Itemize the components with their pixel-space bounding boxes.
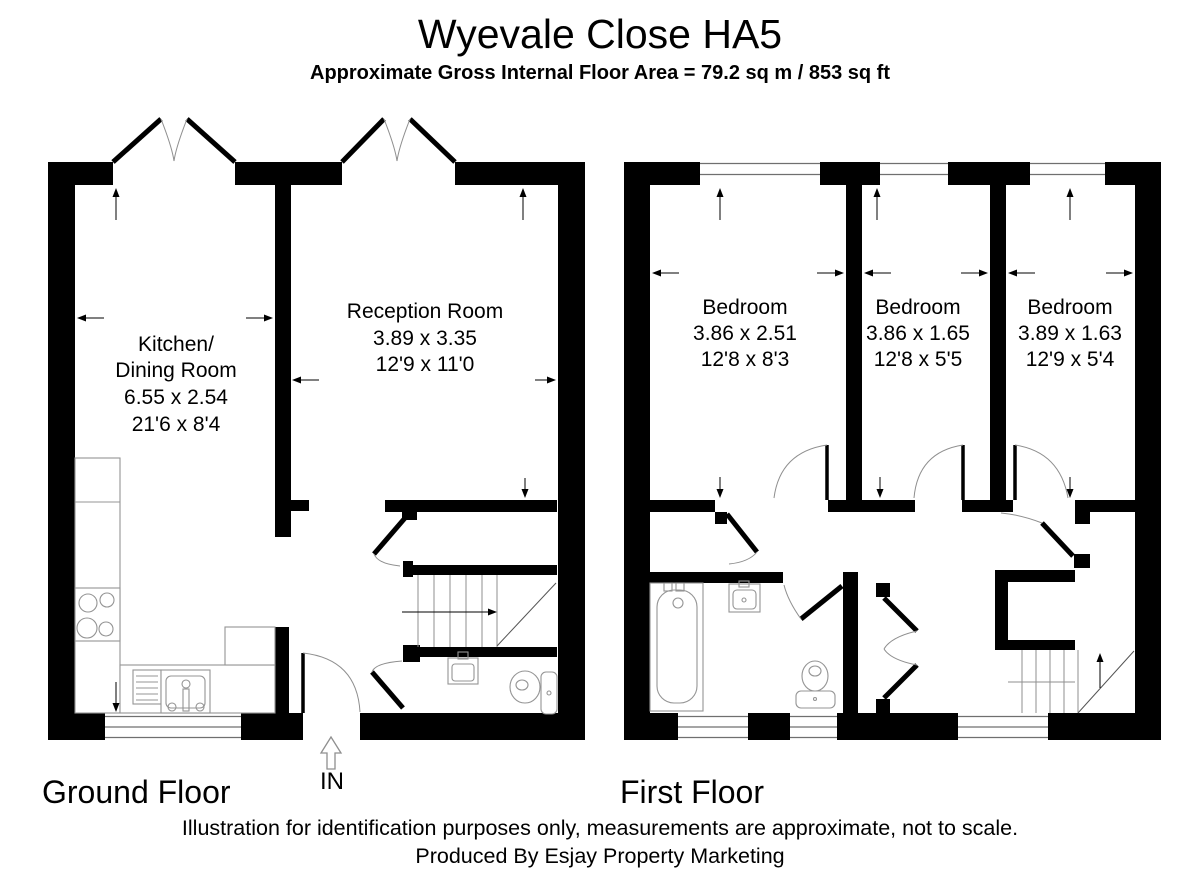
floor-area-subtitle: Approximate Gross Internal Floor Area = …	[310, 62, 890, 84]
kitchen-metric-dimensions: 6.55 x 2.54	[124, 386, 228, 409]
bedroom2-door	[913, 444, 965, 500]
bedroom3-metric-dimensions: 3.89 x 1.63	[1018, 322, 1122, 345]
bedroom3-imperial-dimensions: 12'9 x 5'4	[1026, 348, 1115, 371]
kitchen-imperial-dimensions: 21'6 x 8'4	[132, 413, 221, 436]
rear-windows	[678, 715, 1048, 739]
bedroom1-door	[773, 444, 829, 500]
ground-floor-plan: Kitchen/ Dining Room 6.55 x 2.54 21'6 x …	[48, 117, 585, 795]
bedroom3-dimension-arrows	[1008, 188, 1133, 498]
credit-text: Produced By Esjay Property Marketing	[415, 844, 784, 868]
bedroom3-door	[1013, 444, 1069, 500]
bedroom1-dimension-arrows	[652, 188, 844, 498]
entrance-in-arrow-icon	[319, 735, 343, 770]
bedroom2-label: Bedroom	[875, 296, 960, 319]
bathroom-toilet	[795, 660, 836, 709]
reception-imperial-dimensions: 12'9 x 11'0	[376, 353, 475, 376]
kitchen-bay-doors	[111, 117, 237, 164]
entrance-in-label: IN	[320, 768, 344, 795]
airing-cupboard-door	[1000, 512, 1075, 558]
ground-floor-title: Ground Floor	[42, 774, 231, 810]
kitchen-window	[105, 715, 241, 739]
bedroom1-imperial-dimensions: 12'8 x 8'3	[701, 348, 790, 371]
cupboard-double-doors	[882, 596, 919, 700]
wc-toilet	[509, 670, 558, 715]
kitchen-sink	[160, 669, 211, 714]
kitchen-label-2: Dining Room	[115, 359, 236, 382]
bedroom2-imperial-dimensions: 12'8 x 5'5	[874, 348, 963, 371]
wc-door	[370, 660, 405, 710]
front-entrance-door	[301, 652, 361, 713]
reception-dimension-arrows	[292, 188, 556, 498]
wc-basin	[447, 651, 479, 685]
ground-floor-stairs	[402, 575, 557, 647]
reception-metric-dimensions: 3.89 x 3.35	[373, 327, 477, 350]
bathroom-door	[783, 584, 844, 621]
disclaimer-text: Illustration for identification purposes…	[182, 816, 1018, 840]
bedroom-windows	[700, 162, 1105, 176]
kitchen-label: Kitchen/	[138, 333, 214, 356]
bedroom3-label: Bedroom	[1027, 296, 1112, 319]
first-floor-stairs	[1008, 650, 1135, 714]
reception-bay-doors	[340, 117, 457, 164]
bathtub	[649, 582, 704, 712]
bedroom2-metric-dimensions: 3.86 x 1.65	[866, 322, 970, 345]
bedroom2-dimension-arrows	[864, 188, 988, 498]
bedroom1-label: Bedroom	[702, 296, 787, 319]
first-floor-plan: Bedroom 3.86 x 2.51 12'8 x 8'3 Bedroom 3…	[624, 162, 1161, 740]
hall-door	[372, 516, 407, 567]
reception-label: Reception Room	[347, 300, 503, 323]
first-floor-walls	[624, 162, 1161, 740]
landing-door	[725, 512, 759, 565]
page-title: Wyevale Close HA5	[418, 11, 782, 57]
stairs-up-arrow-icon	[402, 608, 497, 616]
first-floor-title: First Floor	[620, 774, 764, 810]
ground-floor-walls	[48, 162, 585, 740]
bathroom-basin	[728, 580, 761, 613]
stairs-up-arrow-icon	[1096, 653, 1104, 688]
kitchen-dimension-arrows	[77, 188, 273, 712]
bedroom1-metric-dimensions: 3.86 x 2.51	[693, 322, 797, 345]
hob	[74, 587, 121, 642]
